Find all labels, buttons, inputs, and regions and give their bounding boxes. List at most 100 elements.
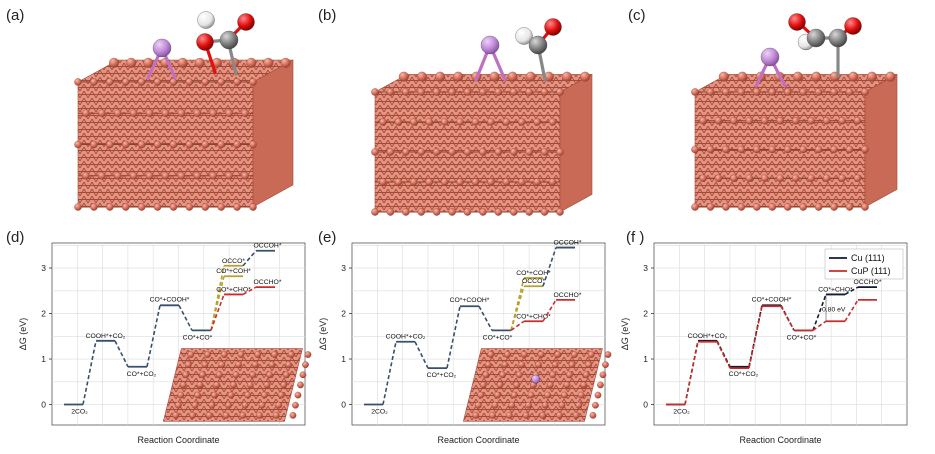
cu-atom (799, 203, 807, 211)
cu-atom (241, 109, 249, 118)
cu-atom (225, 401, 232, 409)
panel-label-e: (e) (318, 229, 336, 246)
cu-atom (525, 148, 533, 156)
step-label: OCCHO* (554, 292, 582, 299)
cu-atom (225, 171, 233, 180)
x-axis-label: Reaction Coordinate (137, 435, 219, 445)
cu-atom (263, 57, 274, 68)
cu-atom (201, 140, 210, 149)
cu-atom (177, 391, 185, 399)
cu-atom (537, 351, 545, 358)
y-axis-label: ΔG (eV) (318, 318, 328, 351)
cu-atom (302, 361, 309, 369)
legend-box (824, 248, 904, 280)
step-label: 2CO₂ (673, 409, 690, 416)
y-tick-label: 1 (643, 354, 648, 364)
cu-atom (691, 203, 699, 211)
cu-atom (379, 178, 387, 186)
structure-b-cu111-coh (371, 18, 593, 216)
cu-atom (489, 71, 500, 82)
cu-atom (479, 381, 487, 389)
cu-atom (209, 171, 218, 180)
energy-connector (716, 341, 731, 369)
y-tick-label: 3 (643, 263, 648, 273)
cu-atom (499, 371, 506, 379)
cu-atom (556, 208, 564, 216)
cu-atom (145, 171, 154, 180)
cu-atom (194, 391, 201, 399)
step-label: OCCOH* (554, 240, 582, 247)
cu-atom (282, 371, 290, 379)
cu-atom (783, 88, 792, 96)
cu-atom (799, 88, 807, 96)
cu-atom (129, 171, 138, 180)
cu-atom (225, 109, 233, 118)
cu-atom (137, 78, 146, 86)
cu-atom (74, 78, 82, 86)
phosphorus-atom (760, 47, 780, 67)
cu-atom (504, 351, 511, 358)
cu-atom (594, 391, 602, 399)
cu-atom (722, 145, 730, 154)
cu-atom (814, 145, 823, 154)
cu-atom (169, 203, 178, 211)
cu-atom (838, 117, 846, 125)
cu-atom (440, 178, 449, 186)
cu-atom (187, 351, 195, 358)
cu-atom (275, 401, 283, 409)
phosphorus-atom (531, 374, 541, 384)
cu-atom (232, 371, 240, 379)
cu-atom (845, 88, 854, 96)
cu-atom (561, 391, 568, 399)
cu-atom (244, 391, 252, 399)
step-label: CO*+CO₂ (729, 371, 759, 378)
energy-connector (542, 299, 557, 322)
cu-atom (568, 361, 576, 369)
cu-atom (268, 361, 276, 369)
cu-atom (233, 78, 241, 86)
cu-atom (554, 351, 562, 358)
step-label: CO*+CHO* (216, 286, 251, 293)
cu-atom (525, 208, 533, 216)
y-tick-label: 3 (41, 263, 46, 273)
cu-atom (201, 203, 210, 211)
energy-connector (844, 286, 859, 296)
cu-atom (215, 371, 223, 379)
cu-atom (699, 117, 707, 125)
cu-atom (853, 174, 862, 182)
energy-connector (146, 305, 161, 367)
cu-atom (169, 140, 178, 149)
oxygen-atom (544, 18, 562, 36)
step-label: CO*+CO₂ (127, 371, 157, 378)
cu-atom (768, 145, 777, 154)
cu-atom (551, 361, 559, 369)
cu-atom (402, 208, 410, 216)
cu-atom (201, 78, 210, 86)
cu-atom (814, 88, 823, 96)
cu-atom (518, 178, 526, 186)
cu-atom (233, 140, 241, 149)
cu-atom (508, 401, 516, 409)
cu-atom (592, 401, 599, 409)
energy-connector (178, 304, 193, 331)
cu-atom (251, 361, 259, 369)
cu-atom (848, 71, 859, 82)
x-axis-label: Reaction Coordinate (739, 435, 821, 445)
cu-atom (432, 148, 441, 156)
cu-atom (556, 88, 564, 96)
cu-atom (714, 117, 723, 125)
cu-atom (184, 361, 192, 369)
energy-connector (542, 247, 557, 287)
cu-atom (271, 351, 278, 358)
cu-atom (161, 171, 170, 180)
slab-side-face (559, 73, 593, 213)
cu-atom (371, 208, 379, 216)
legend-label-cu111: Cu (111) (851, 253, 885, 263)
cu-atom (580, 71, 591, 82)
cu-atom (520, 351, 528, 358)
cu-atom (292, 401, 299, 409)
cu-atom (121, 78, 130, 86)
cu-atom (602, 361, 609, 369)
step-label: OCCHO* (254, 279, 282, 286)
